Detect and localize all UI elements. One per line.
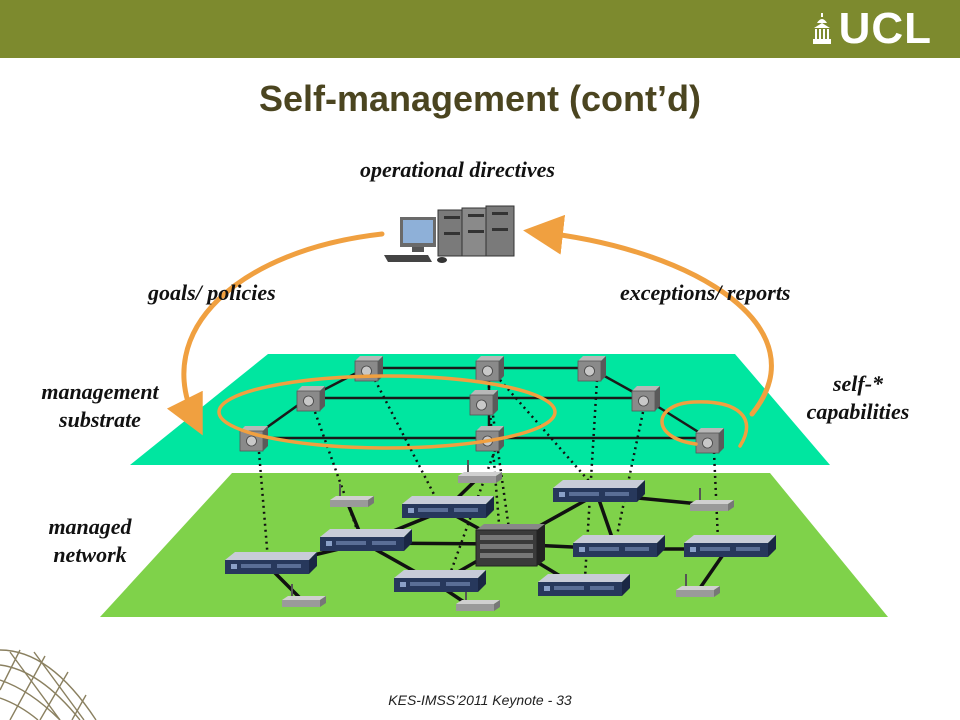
management-node-icon <box>695 427 725 454</box>
managed-network-label: managed network <box>20 513 160 569</box>
management-node-icon <box>631 385 661 412</box>
management-line-1: management <box>41 379 159 404</box>
control-loop-arrows <box>166 214 774 450</box>
operational-directives-label: operational directives <box>360 157 555 182</box>
self-capabilities-label: self-* capabilities <box>788 370 928 426</box>
ucl-logo: UCL <box>811 4 932 54</box>
core-switch-icon <box>475 524 545 567</box>
management-substrate-label: management substrate <box>20 378 180 434</box>
management-node-icon <box>475 355 505 382</box>
goals-policies-label: goals/ policies <box>148 280 276 305</box>
router-icon <box>553 480 645 502</box>
mapping-lines <box>257 379 720 579</box>
management-node-icon <box>577 355 607 382</box>
server-icon <box>437 205 515 257</box>
managed-line-1: managed <box>48 514 132 539</box>
router-icon <box>684 535 776 557</box>
header-bar <box>0 0 960 58</box>
router-icon <box>320 529 412 551</box>
logo-text: UCL <box>838 4 932 53</box>
router-icon <box>225 552 317 574</box>
page-title: Self-management (cont’d) <box>258 78 702 119</box>
management-line-2: substrate <box>59 407 141 432</box>
self-line-1: self-* <box>832 371 884 396</box>
self-line-2: capabilities <box>806 399 910 424</box>
managed-line-2: network <box>53 542 127 567</box>
router-icon <box>394 570 486 592</box>
router-icon <box>573 535 665 557</box>
router-icon <box>402 496 494 518</box>
workstation-icon <box>384 217 447 263</box>
geodesic-dome-icon <box>0 649 97 720</box>
footer-text: KES-IMSS’2011 Keynote - 33 <box>388 692 572 708</box>
ucl-dome-icon <box>812 13 831 44</box>
management-node-icon <box>469 389 499 416</box>
management-node-icon <box>296 385 326 412</box>
router-icon <box>538 574 630 596</box>
exceptions-reports-label: exceptions/ reports <box>620 280 791 305</box>
